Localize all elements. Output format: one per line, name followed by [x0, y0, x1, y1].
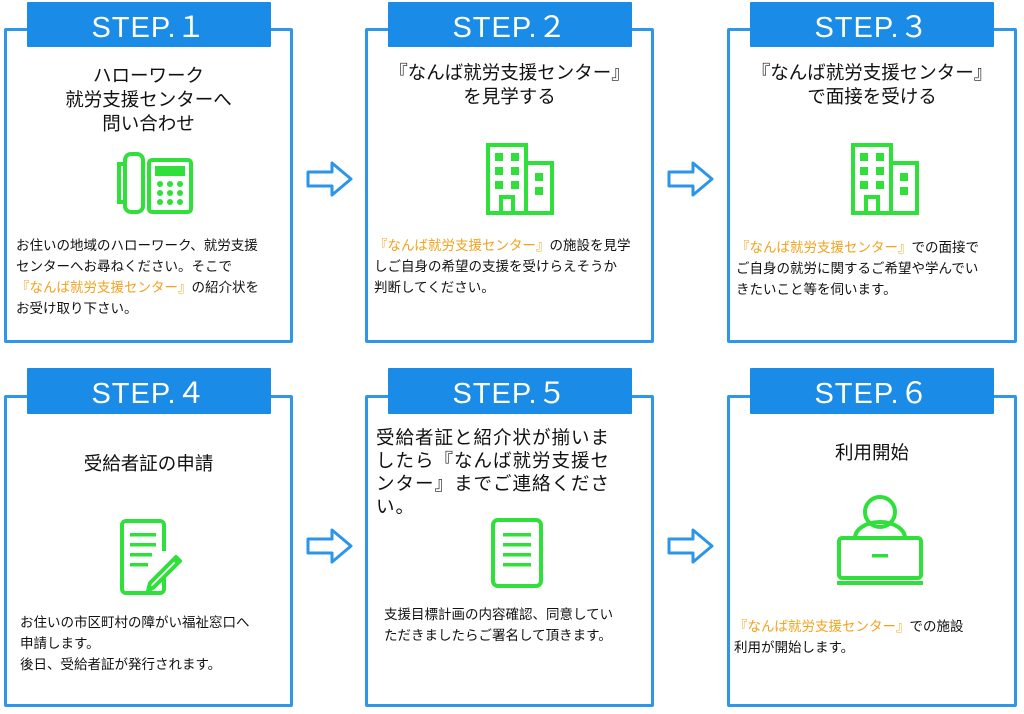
center-name-highlight: 『なんば就労支援センター』	[736, 240, 912, 256]
arrow-right-icon	[667, 528, 714, 564]
person-at-desk-icon	[837, 495, 923, 585]
step-desc-3: 『なんば就労支援センター』での面接で ご自身の就労に関するご希望や学んでい きた…	[736, 240, 979, 298]
step-title-2: 『なんば就労支援センター』 を見学する	[389, 63, 630, 108]
step-label-6: STEP.６	[750, 368, 994, 414]
step-card-3	[727, 28, 1017, 343]
step-title-3: 『なんば就労支援センター』 で面接を受ける	[751, 63, 993, 108]
step-desc-6: 『なんば就労支援センター』での施設 利用が開始します。	[734, 619, 964, 656]
step-title-1: ハローワーク 就労支援センターへ 問い合わせ	[65, 66, 232, 135]
center-name-highlight: 『なんば就労支援センター』	[16, 280, 192, 296]
document-icon	[491, 518, 543, 588]
arrow-right-icon	[306, 161, 353, 197]
office-building-icon	[851, 143, 919, 215]
step-card-2	[365, 28, 654, 343]
arrow-right-icon	[306, 528, 353, 564]
step-label-5: STEP.５	[388, 368, 632, 414]
step-desc-4: お住いの市区町村の障がい福祉窓口へ 申請します。 後日、受給者証が発行されます。	[20, 615, 250, 673]
step-title-5: 受給者証と紹介状が揃いま したら『なんば就労支援セ ンター』までご連絡くださ い…	[376, 428, 611, 518]
step-label-3: STEP.３	[750, 2, 994, 47]
office-building-icon	[486, 143, 554, 215]
step-label-1: STEP.１	[27, 2, 271, 47]
step-desc-2: 『なんば就労支援センター』の施設を見学 しご自身の希望の支援を受けらえそうか 判…	[374, 238, 631, 296]
step-desc-5: 支援目標計画の内容確認、同意してい ただきましたらご署名して頂きます。	[384, 607, 614, 644]
arrow-right-icon	[667, 161, 714, 197]
step-desc-1: お住いの地域のハローワーク、就労支援 センターへお尋ねください。そこで 『なんば…	[16, 238, 259, 317]
step-label-2: STEP.２	[388, 2, 632, 47]
phone-icon	[117, 152, 193, 214]
document-pen-icon	[120, 519, 182, 595]
step-label-4: STEP.４	[27, 368, 271, 414]
center-name-highlight: 『なんば就労支援センター』	[374, 238, 550, 254]
step-title-6: 利用開始	[834, 443, 909, 464]
step-title-4: 受給者証の申請	[83, 454, 214, 475]
center-name-highlight: 『なんば就労支援センター』	[734, 619, 910, 635]
